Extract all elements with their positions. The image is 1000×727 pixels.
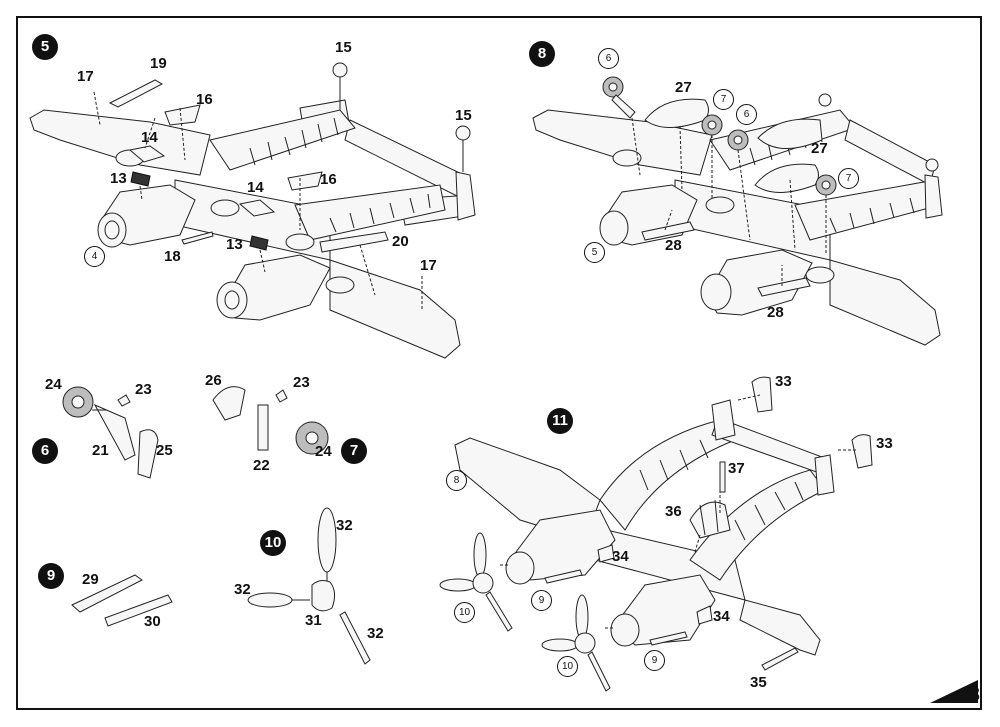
step-6-badge: 6 (32, 438, 58, 464)
part-label: 22 (253, 457, 270, 474)
part-label: 13 (226, 236, 243, 253)
part-label: 33 (876, 435, 893, 452)
part-label: 13 (110, 170, 127, 187)
step-reference-circle: 9 (644, 650, 665, 671)
part-label: 14 (247, 179, 264, 196)
step-reference-circle: 7 (713, 89, 734, 110)
step-reference-circle: 8 (446, 470, 467, 491)
step-reference-circle: 4 (84, 246, 105, 267)
part-label: 24 (315, 443, 332, 460)
part-label: 18 (164, 248, 181, 265)
step-reference-circle: 7 (838, 168, 859, 189)
step-reference-circle: 6 (598, 48, 619, 69)
step7-gear-drawing (212, 386, 329, 455)
step10-propeller-drawing (247, 507, 371, 665)
part-label: 28 (665, 237, 682, 254)
step-reference-circle: 10 (454, 602, 475, 623)
page-border (16, 16, 982, 710)
part-label: 37 (728, 460, 745, 477)
part-label: 24 (45, 376, 62, 393)
step-reference-circle: 5 (584, 242, 605, 263)
step-reference-circle: 10 (557, 656, 578, 677)
step9-parts-drawing (71, 574, 173, 627)
step8-aircraft-drawing (532, 76, 943, 346)
part-label: 19 (150, 55, 167, 72)
part-label: 23 (135, 381, 152, 398)
page-corner-marker (930, 680, 978, 703)
part-label: 14 (141, 129, 158, 146)
part-label: 32 (234, 581, 251, 598)
step-8-badge: 8 (529, 41, 555, 67)
step-7-badge: 7 (341, 438, 367, 464)
step-11-badge: 11 (547, 408, 573, 434)
part-label: 35 (750, 674, 767, 691)
step-5-badge: 5 (32, 34, 58, 60)
part-label: 29 (82, 571, 99, 588)
part-label: 36 (665, 503, 682, 520)
part-label: 16 (320, 171, 337, 188)
step-10-badge: 10 (260, 530, 286, 556)
part-label: 28 (767, 304, 784, 321)
part-label: 20 (392, 233, 409, 250)
part-label: 17 (77, 68, 94, 85)
part-label: 27 (811, 140, 828, 157)
part-label: 25 (156, 442, 173, 459)
part-label: 34 (713, 608, 730, 625)
part-label: 16 (196, 91, 213, 108)
page-number: 3 (968, 684, 980, 706)
part-label: 31 (305, 612, 322, 629)
step-9-badge: 9 (38, 563, 64, 589)
part-label: 21 (92, 442, 109, 459)
part-label: 30 (144, 613, 161, 630)
part-label: 33 (775, 373, 792, 390)
step-reference-circle: 6 (736, 104, 757, 125)
step5-aircraft-drawing (29, 62, 476, 359)
step11-aircraft-drawing (439, 376, 873, 692)
part-label: 17 (420, 257, 437, 274)
part-label: 23 (293, 374, 310, 391)
part-label: 32 (367, 625, 384, 642)
step-reference-circle: 9 (531, 590, 552, 611)
part-label: 27 (675, 79, 692, 96)
part-label: 15 (335, 39, 352, 56)
part-label: 26 (205, 372, 222, 389)
part-label: 32 (336, 517, 353, 534)
part-label: 15 (455, 107, 472, 124)
step6-gear-drawing (62, 386, 159, 479)
part-label: 34 (612, 548, 629, 565)
